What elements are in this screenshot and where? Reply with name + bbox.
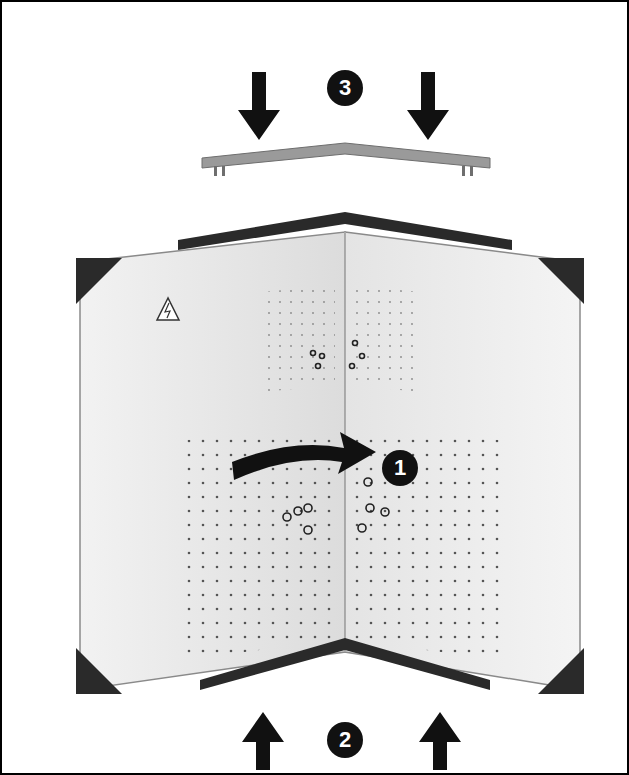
move-arrow <box>242 712 461 770</box>
dot-grid <box>352 430 500 660</box>
callout-number: 1 <box>383 451 417 485</box>
rotate-arrow <box>232 432 376 480</box>
bottom-bracket <box>200 638 490 690</box>
dot-grid <box>262 285 335 392</box>
callout-number: 3 <box>328 71 362 105</box>
left-panel <box>80 232 345 690</box>
callout-badge <box>327 70 418 758</box>
top-cover <box>202 143 490 176</box>
move-arrow <box>238 72 449 140</box>
warning-symbol <box>157 298 179 320</box>
target-rings <box>283 341 389 535</box>
callout-number: 2 <box>328 723 362 757</box>
top-bracket <box>178 212 512 250</box>
corner-cap <box>76 258 584 694</box>
dot-grid <box>350 285 420 392</box>
right-panel <box>345 232 580 690</box>
